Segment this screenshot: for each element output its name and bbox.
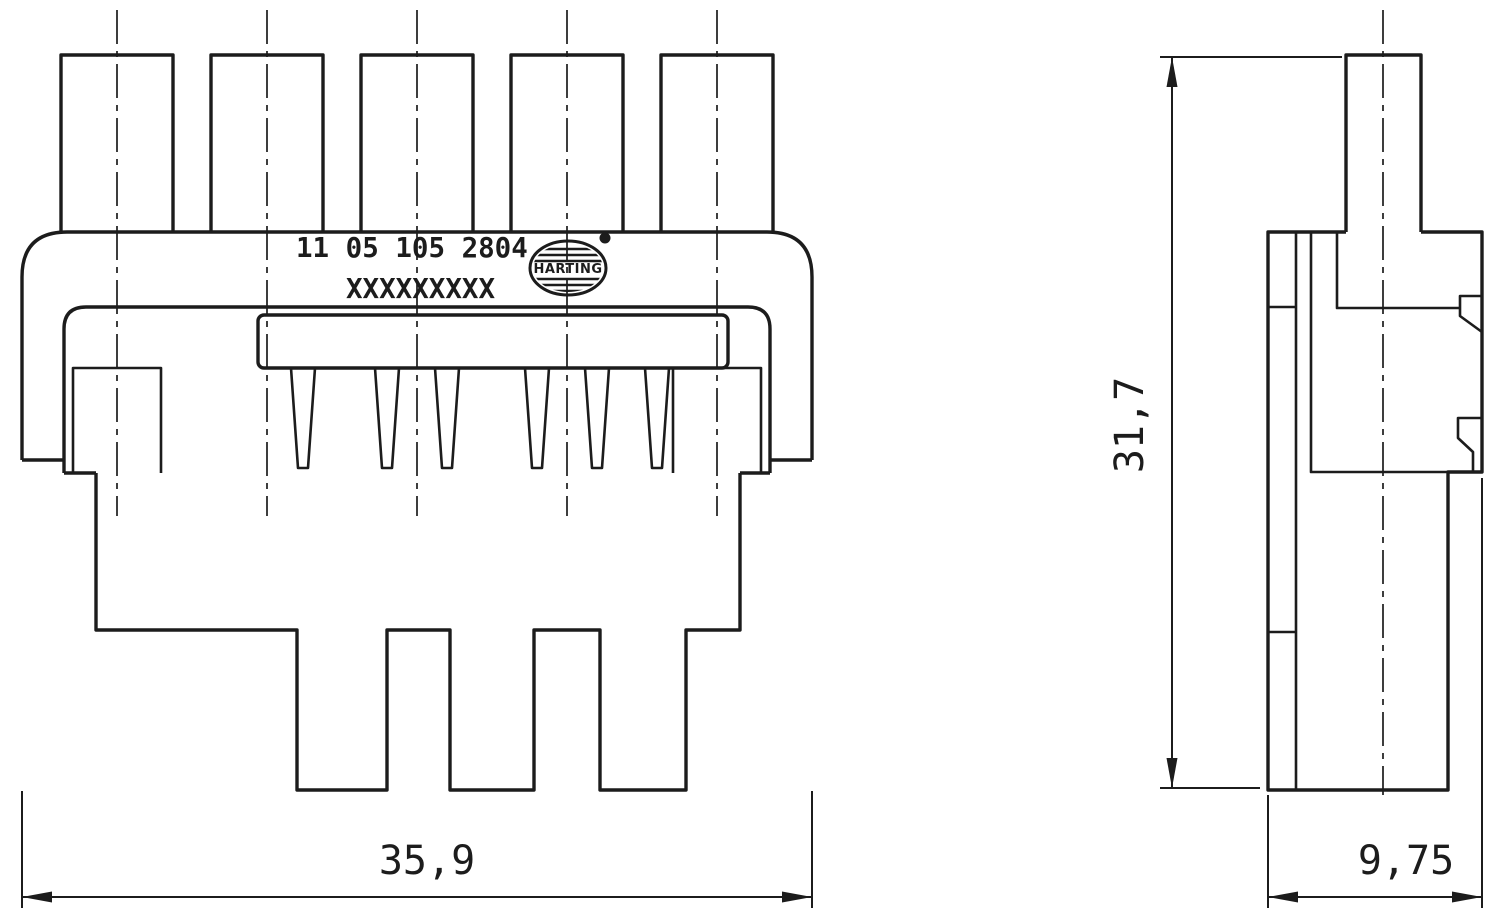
polarization-bar xyxy=(256,313,730,370)
side-view xyxy=(1266,10,1484,795)
contact-finger xyxy=(433,367,461,470)
side-ledge xyxy=(1335,232,1460,310)
depth-dimension-label: 9,75 xyxy=(1358,838,1454,884)
contact-finger xyxy=(583,367,611,470)
cavity-outline xyxy=(62,305,772,475)
contact-tower xyxy=(71,366,163,473)
side-latch-notch xyxy=(1456,416,1482,472)
harting-logo: HARTING xyxy=(528,232,611,297)
marking-line-2: XXXXXXXXX xyxy=(346,273,495,305)
logo-registered-dot xyxy=(599,232,611,244)
arrowhead-top xyxy=(1166,57,1178,87)
front-view: 11 05 105 2804 XXXXXXXXX HARTING xyxy=(20,10,814,792)
width-dimension-label: 35,9 xyxy=(379,838,475,884)
logo-ellipse xyxy=(528,239,608,297)
contact-finger xyxy=(523,367,551,470)
pin-contact xyxy=(509,53,625,232)
contact-finger xyxy=(289,367,317,470)
housing-outline xyxy=(20,230,814,462)
logo-brand-text: HARTING xyxy=(533,262,602,277)
pin-contact xyxy=(359,53,475,232)
height-dimension-label: 31,7 xyxy=(1107,377,1153,473)
side-latch-notch xyxy=(1458,294,1483,334)
arrowhead-right xyxy=(1452,891,1482,903)
contact-finger xyxy=(373,367,401,470)
contact-finger xyxy=(643,367,671,470)
side-body-outline xyxy=(1266,230,1484,792)
pin-contact xyxy=(209,53,325,232)
width-dimension: 35,9 xyxy=(21,791,813,908)
contact-tower xyxy=(671,366,763,473)
depth-dimension: 9,75 xyxy=(1267,478,1483,908)
side-cavity-floor xyxy=(1309,232,1448,474)
arrowhead-left xyxy=(22,891,52,903)
marking-line-1: 11 05 105 2804 xyxy=(296,232,528,264)
pin-contact xyxy=(59,53,175,232)
lower-body-outline xyxy=(94,473,742,792)
height-dimension: 31,7 xyxy=(1107,56,1342,789)
arrowhead-left xyxy=(1268,891,1298,903)
arrowhead-right xyxy=(782,891,812,903)
arrowhead-bottom xyxy=(1166,758,1178,788)
pin-contact xyxy=(659,53,775,232)
side-pin-contact xyxy=(1344,53,1423,232)
